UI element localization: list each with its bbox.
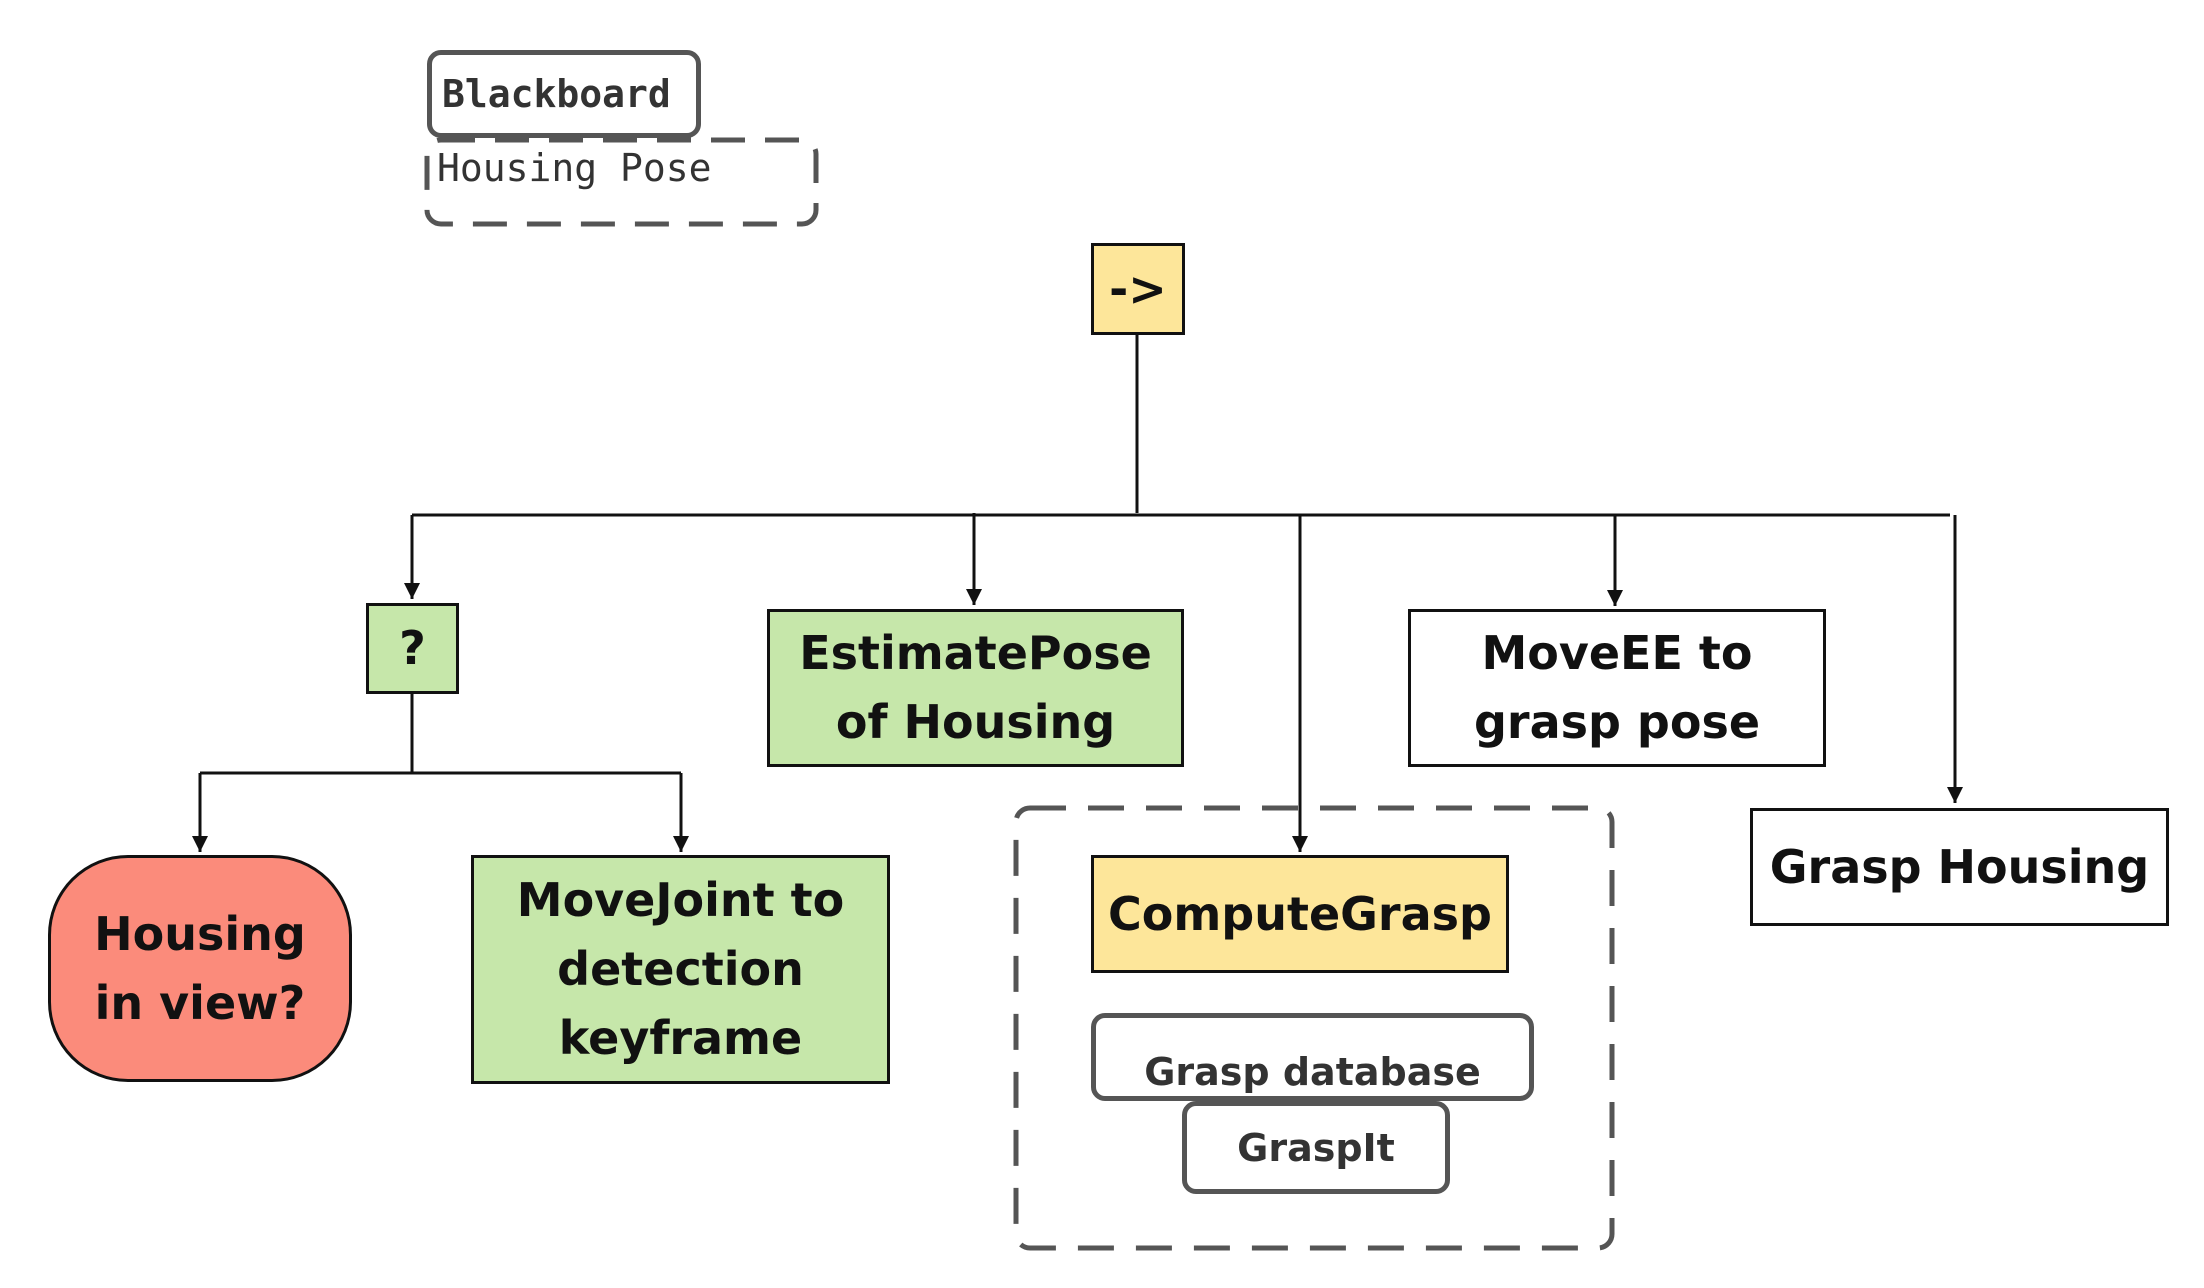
graspit-box: GraspIt	[1182, 1101, 1450, 1194]
move-joint-node: MoveJoint to detection keyframe	[471, 855, 890, 1084]
grasp-database-box: Grasp database	[1091, 1013, 1534, 1101]
blackboard-title-box: Blackboard	[427, 50, 701, 138]
fallback-node: ?	[366, 603, 459, 694]
sequence-node: ->	[1091, 243, 1185, 335]
move-ee-node: MoveEE to grasp pose	[1408, 609, 1826, 767]
blackboard-entry-frame	[424, 137, 819, 227]
fallback-label: ?	[399, 621, 426, 675]
sequence-label: ->	[1109, 261, 1167, 316]
compute-grasp-node: ComputeGrasp	[1091, 855, 1509, 973]
housing-in-view-node: Housing in view?	[48, 855, 352, 1082]
estimate-pose-label: EstimatePose of Housing	[799, 626, 1152, 749]
compute-grasp-group-frame	[1013, 805, 1615, 1251]
estimate-pose-node: EstimatePose of Housing	[767, 609, 1184, 767]
blackboard-entry-box: Housing Pose	[427, 142, 816, 224]
grasp-database-label: Grasp database	[1144, 1050, 1481, 1094]
compute-grasp-label: ComputeGrasp	[1108, 886, 1492, 941]
housing-in-view-label: Housing in view?	[94, 906, 306, 1030]
blackboard-entry: Housing Pose	[437, 146, 712, 190]
move-ee-label: MoveEE to grasp pose	[1473, 626, 1761, 749]
grasp-housing-node: Grasp Housing	[1750, 808, 2169, 926]
move-joint-label: MoveJoint to detection keyframe	[516, 873, 845, 1065]
grasp-housing-label: Grasp Housing	[1769, 839, 2150, 894]
graspit-label: GraspIt	[1237, 1125, 1395, 1170]
blackboard-title: Blackboard	[442, 72, 671, 116]
